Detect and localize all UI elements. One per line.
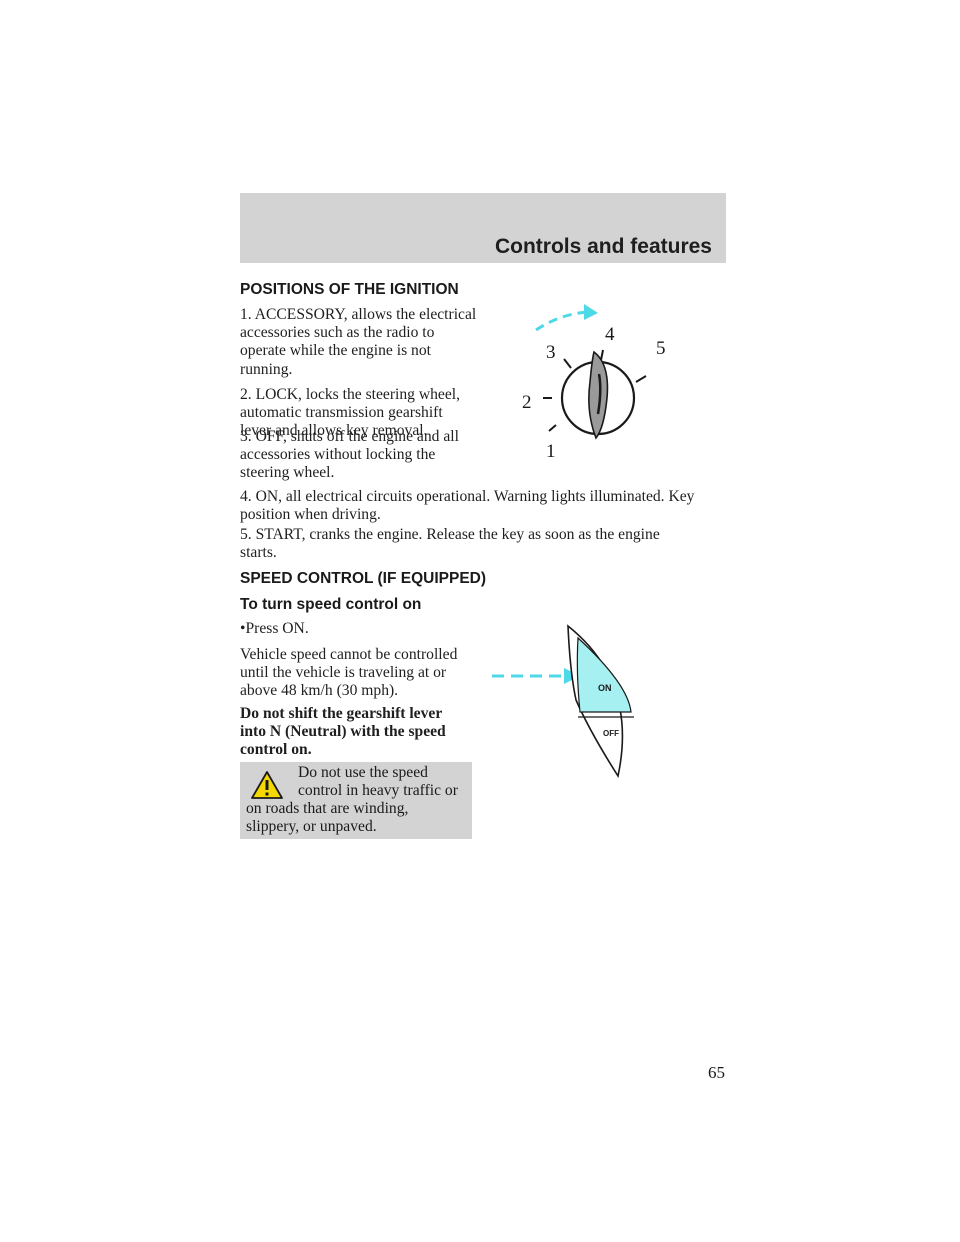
position-label-2: 2: [522, 392, 532, 413]
ignition-item-start: 5. START, cranks the engine. Release the…: [240, 526, 660, 562]
position-label-3: 3: [546, 342, 556, 363]
section-header-band: Controls and features: [240, 193, 726, 263]
page-number: 65: [708, 1063, 725, 1082]
tick-3: [563, 358, 572, 369]
speed-control-switch-diagram: ON OFF: [492, 624, 634, 779]
off-button-label: OFF: [603, 729, 619, 738]
key-slot: [588, 350, 609, 440]
on-button-label: ON: [598, 683, 612, 693]
section-title: Controls and features: [494, 235, 712, 258]
bullet-press-on: •Press ON.: [240, 620, 309, 637]
warning-text-line1: Do not use the speed: [298, 764, 428, 781]
ignition-item-off: 3. OFF, shuts off the engine and all acc…: [240, 428, 459, 482]
speed-note: Vehicle speed cannot be controlled until…: [240, 646, 458, 700]
ignition-item-accessory: 1. ACCESSORY, allows the electrical acce…: [240, 306, 477, 378]
ignition-item-lock: 2. LOCK, locks the steering wheel, autom…: [240, 386, 460, 440]
ignition-item-on: 4. ON, all electrical circuits operation…: [240, 488, 695, 524]
position-label-5: 5: [656, 338, 666, 359]
position-label-4: 4: [605, 324, 615, 345]
ignition-heading: POSITIONS OF THE IGNITION: [240, 281, 459, 298]
rotation-arrow: [535, 310, 589, 332]
tick-4: [600, 349, 604, 361]
warning-box: Do not use the speed control in heavy tr…: [240, 762, 472, 839]
warning-triangle-icon: [251, 771, 283, 799]
rotation-arrow-head: [584, 304, 598, 320]
speed-control-subheading: To turn speed control on: [240, 596, 422, 613]
tick-1: [548, 424, 557, 432]
tick-5: [635, 375, 647, 383]
ignition-switch-diagram: 1 2 3 4 5: [522, 304, 666, 462]
neutral-caution: Do not shift the gearshift lever into N …: [240, 705, 446, 759]
key-groove: [596, 373, 602, 415]
position-label-1: 1: [546, 441, 556, 462]
speed-control-heading: SPEED CONTROL (IF EQUIPPED): [240, 570, 487, 587]
on-button[interactable]: [576, 636, 632, 713]
warning-text-rest: control in heavy traffic or on roads tha…: [246, 782, 458, 836]
bullet-dot: •: [240, 620, 246, 637]
